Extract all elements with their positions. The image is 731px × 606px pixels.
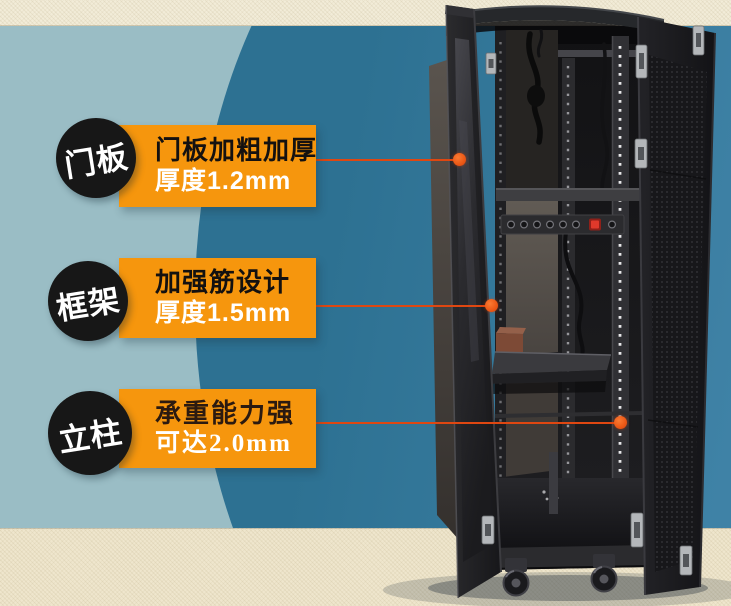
badge-frame: 框架 <box>48 261 128 341</box>
badge-label-pillar: 立柱 <box>56 413 125 459</box>
pdu-red-switch <box>591 220 599 229</box>
callout-panel-door: 门板加粗加厚 厚度1.2mm <box>119 125 316 207</box>
callout-panel-pillar: 承重能力强 可达2.0mm <box>119 389 316 468</box>
callout-subtitle-frame: 厚度1.5mm <box>155 299 292 328</box>
box-on-shelf <box>496 327 526 355</box>
cables <box>526 28 609 358</box>
pointer-line-door <box>314 159 456 161</box>
callout-title-door: 门板加粗加厚 <box>155 135 318 166</box>
cabinet-interior <box>486 26 650 597</box>
badge-door: 门板 <box>56 118 136 198</box>
shelf <box>491 351 612 394</box>
pointer-line-frame <box>314 305 488 307</box>
pointer-dot-door <box>453 153 466 166</box>
callout-title-pillar: 承重能力强 <box>155 398 296 428</box>
pointer-dot-frame <box>485 299 498 312</box>
callout-subtitle-door: 厚度1.2mm <box>155 167 292 196</box>
pointer-line-pillar <box>314 422 616 424</box>
pdu-power-strip <box>500 214 625 235</box>
badge-label-frame: 框架 <box>54 281 123 327</box>
callout-title-frame: 加强筋设计 <box>155 267 291 298</box>
pointer-dot-pillar <box>614 416 627 429</box>
right-door-open <box>637 16 716 596</box>
badge-pillar: 立柱 <box>48 391 132 475</box>
casters <box>502 554 618 597</box>
callout-subtitle-pillar: 可达2.0mm <box>155 429 292 457</box>
callout-panel-frame: 加强筋设计 厚度1.5mm <box>119 258 316 338</box>
badge-label-door: 门板 <box>62 138 131 184</box>
